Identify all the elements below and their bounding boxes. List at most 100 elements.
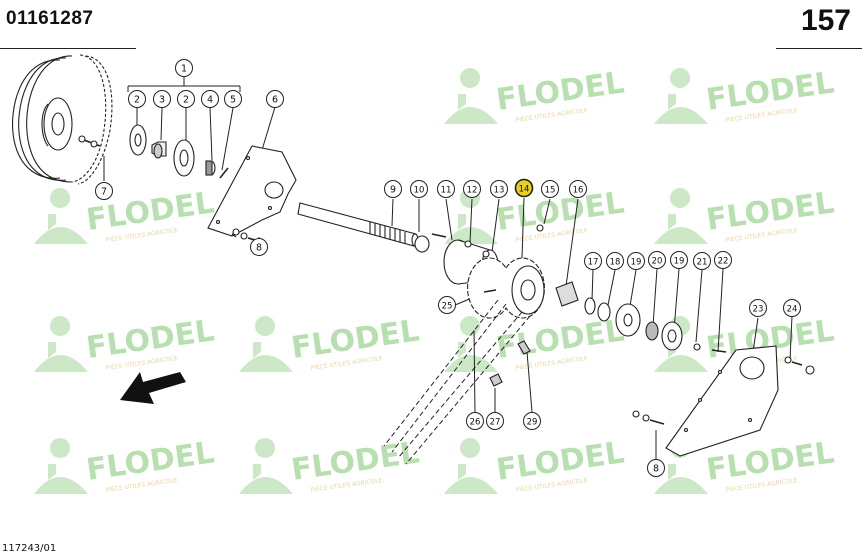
callout-circle <box>569 180 587 198</box>
callout-circle <box>437 180 455 198</box>
callout-number: 15 <box>545 185 556 195</box>
callout-number: 18 <box>610 257 621 267</box>
part-callout-4: 4 <box>201 90 219 108</box>
callout-circle <box>606 252 624 270</box>
gear-field-icon <box>34 188 88 244</box>
header-rule-right <box>776 48 862 49</box>
callout-circle <box>514 178 534 198</box>
callout-number: 25 <box>442 301 453 311</box>
callout-number: 19 <box>631 257 642 267</box>
callout-circle <box>224 90 242 108</box>
callout-number: 10 <box>414 185 425 195</box>
callout-circle <box>648 251 666 269</box>
callout-circle <box>584 252 602 270</box>
callout-circle <box>201 90 219 108</box>
callout-number: 29 <box>527 417 538 427</box>
part-callout-12: 12 <box>463 180 481 198</box>
callout-number: 11 <box>441 185 452 195</box>
callout-number: 1 <box>181 63 187 74</box>
callout-number: 9 <box>390 184 396 195</box>
part-callout-18: 18 <box>606 252 624 270</box>
callout-circle <box>384 180 402 198</box>
part-callout-25: 25 <box>438 296 456 314</box>
callout-circle <box>466 412 484 430</box>
part-callout-7: 7 <box>95 182 113 200</box>
gear-field-icon <box>654 316 708 372</box>
part-callout-23: 23 <box>749 299 767 317</box>
part-callout-15: 15 <box>541 180 559 198</box>
callout-circle <box>266 90 284 108</box>
part-callout-16: 16 <box>569 180 587 198</box>
callout-number: 8 <box>653 463 659 474</box>
callout-circle <box>95 182 113 200</box>
chain-link-parts <box>489 340 531 387</box>
callout-number: 6 <box>272 94 278 105</box>
gear-field-icon <box>239 438 293 494</box>
callout-number: 21 <box>697 257 708 267</box>
reference-code: 117243/01 <box>2 543 57 554</box>
document-number: 01161287 <box>6 8 94 29</box>
callout-circle <box>693 252 711 270</box>
callout-number: 17 <box>588 257 599 267</box>
part-callout-26: 26 <box>466 412 484 430</box>
callout-circle <box>410 180 428 198</box>
callout-circle <box>490 180 508 198</box>
callout-number: 27 <box>490 417 501 427</box>
part-callout-22: 22 <box>714 251 732 269</box>
part-callout-8: 8 <box>250 238 268 256</box>
chain-26 <box>383 299 531 465</box>
callout-number: 2 <box>183 94 189 105</box>
callout-circle <box>486 412 504 430</box>
part-callout-2: 2 <box>177 90 195 108</box>
part-callout-21: 21 <box>693 252 711 270</box>
callout-number: 19 <box>674 256 685 266</box>
callout-number: 7 <box>101 186 107 197</box>
part-callout-1: 1 <box>175 59 193 77</box>
leader-lines <box>103 77 793 459</box>
callout-number: 4 <box>207 94 213 105</box>
part-callout-6: 6 <box>266 90 284 108</box>
gear-field-icon <box>654 68 708 124</box>
gear-field-icon <box>239 316 293 372</box>
callout-number: 16 <box>573 185 584 195</box>
part-callout-8: 8 <box>647 459 665 477</box>
bracket-plate-6 <box>207 145 297 243</box>
gear-field-icon <box>34 316 88 372</box>
part-callout-20: 20 <box>648 251 666 269</box>
part-callout-10: 10 <box>410 180 428 198</box>
callout-number: 20 <box>652 256 663 266</box>
part-callout-19: 19 <box>670 251 688 269</box>
callout-circle <box>627 252 645 270</box>
part-callout-17: 17 <box>584 252 602 270</box>
sprocket-hub-assembly <box>443 224 545 319</box>
part-callout-9: 9 <box>384 180 402 198</box>
gear-field-icon <box>444 316 498 372</box>
part-callout-13: 13 <box>490 180 508 198</box>
callout-circle <box>175 59 193 77</box>
part-callout-3: 3 <box>153 90 171 108</box>
gear-field-icon <box>34 438 88 494</box>
mounting-plate-23 <box>632 345 815 457</box>
part-callout-14: 14 <box>514 178 534 198</box>
callout-circle <box>128 90 146 108</box>
callout-circle <box>463 180 481 198</box>
callout-number: 12 <box>467 185 478 195</box>
callout-number: 2 <box>134 94 140 105</box>
callout-number: 26 <box>470 417 481 427</box>
callout-number: 13 <box>494 185 505 195</box>
callout-number: 23 <box>753 304 764 314</box>
arrow-left-down-icon <box>120 372 186 404</box>
bearing-stack <box>555 281 727 353</box>
callout-circle <box>541 180 559 198</box>
